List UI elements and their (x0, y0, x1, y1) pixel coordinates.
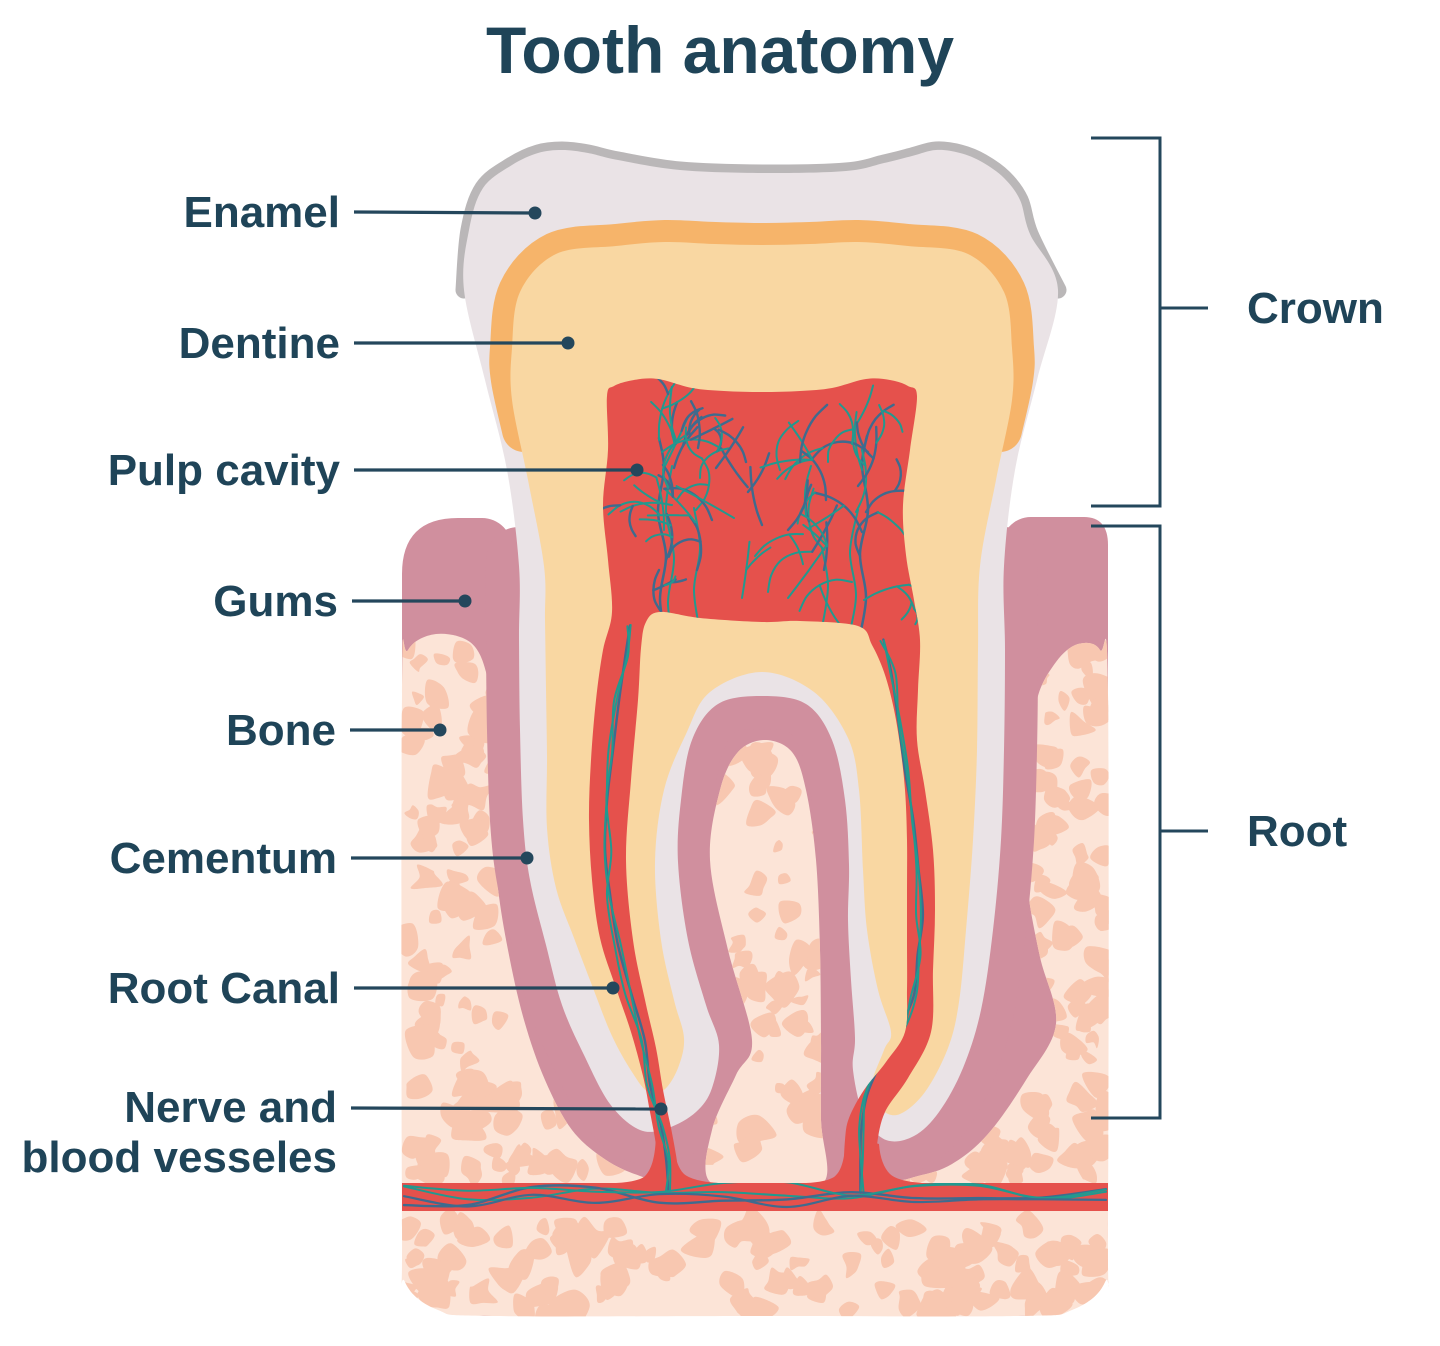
svg-text:Enamel: Enamel (183, 188, 340, 237)
svg-text:Bone: Bone (226, 706, 336, 755)
svg-text:Crown: Crown (1247, 284, 1384, 333)
svg-text:Pulp cavity: Pulp cavity (108, 446, 341, 495)
svg-text:Root Canal: Root Canal (108, 964, 340, 1013)
svg-text:Gums: Gums (213, 577, 338, 626)
svg-text:Cementum: Cementum (110, 834, 337, 883)
svg-text:blood vesseles: blood vesseles (22, 1133, 337, 1182)
svg-text:Root: Root (1247, 807, 1348, 856)
svg-text:Dentine: Dentine (179, 319, 340, 368)
svg-text:Tooth anatomy: Tooth anatomy (486, 13, 954, 87)
svg-text:Nerve and: Nerve and (124, 1083, 337, 1132)
